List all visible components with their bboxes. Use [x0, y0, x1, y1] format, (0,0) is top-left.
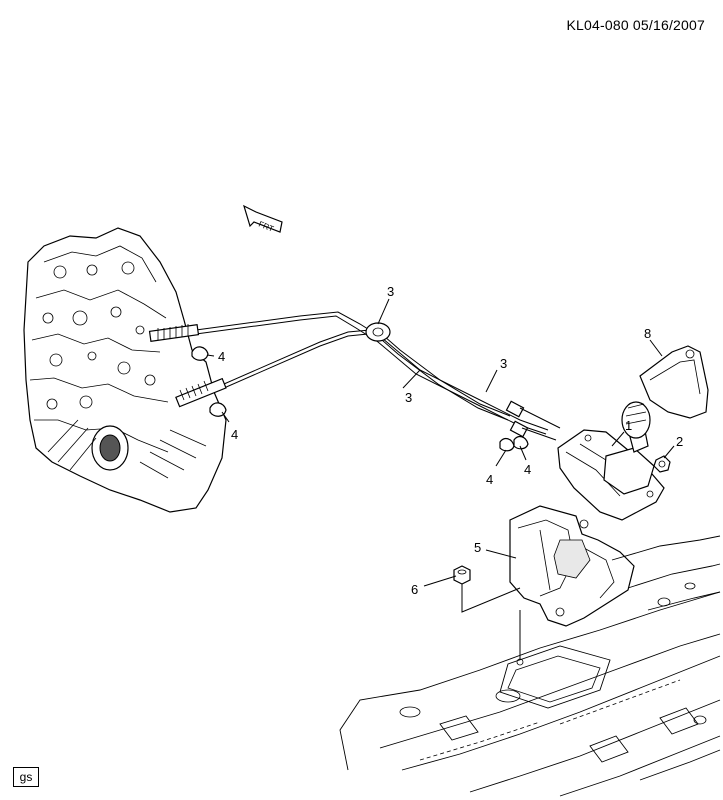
fastener-alignment-lines: [461, 584, 524, 666]
callout-1-shifter: 1: [625, 418, 632, 433]
retaining-clip-upper-left: [191, 346, 209, 361]
callout-3-upper-cable: 3: [500, 356, 507, 371]
callout-4-shifter-clip-right: 4: [524, 462, 531, 477]
callout-5-bracket: 5: [474, 540, 481, 555]
drawing-code-label: KL04-080 05/16/2007: [566, 17, 705, 33]
callout-4-upper-clip: 4: [218, 349, 225, 364]
callout-2-nut: 2: [676, 434, 683, 449]
cable-ends-shifter: [505, 400, 561, 441]
callout-4-shifter-clip-left: 4: [486, 472, 493, 487]
shifter-bracket: [509, 505, 635, 627]
callout-8-boot: 8: [644, 326, 651, 341]
cable-grommet: [365, 322, 391, 342]
nut-6: [453, 565, 471, 585]
callout-3-grommet: 3: [387, 284, 394, 299]
retaining-clip-right-1: [499, 437, 515, 452]
gs-corner-label: gs: [13, 767, 39, 787]
floor-pan: [339, 535, 721, 797]
nut-2: [653, 455, 671, 473]
shifter-assembly: [557, 401, 665, 521]
leader-lines: [206, 298, 675, 587]
retaining-clip-lower-left: [209, 402, 227, 417]
callout-6-nut: 6: [411, 582, 418, 597]
shifter-boot-cover: [639, 345, 709, 419]
retaining-clip-right-2: [513, 435, 529, 450]
shift-cable-lower: [175, 329, 511, 421]
callout-4-lower-clip: 4: [231, 427, 238, 442]
front-direction-arrow-icon: FRT: [243, 204, 283, 234]
transmission-housing: [23, 227, 227, 513]
callout-3-lower-cable: 3: [405, 390, 412, 405]
